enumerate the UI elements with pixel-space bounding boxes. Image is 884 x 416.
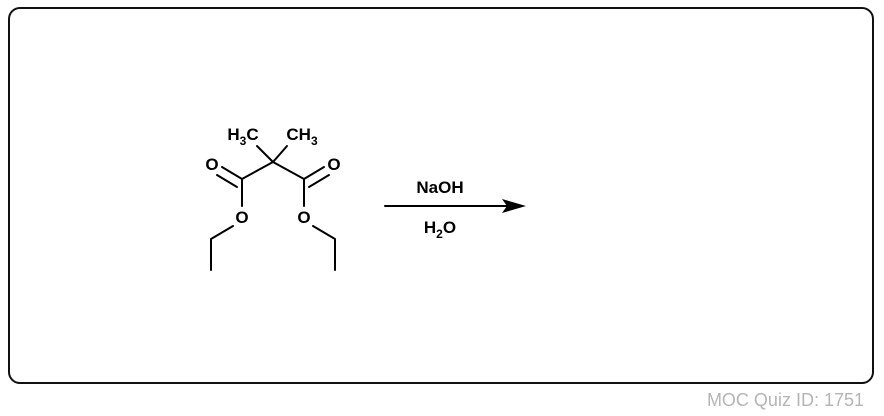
bond-methyl-right	[272, 145, 288, 163]
molecule-skeleton	[210, 145, 336, 271]
reaction-arrow-head	[502, 199, 526, 213]
carbonyl-oxygen-right: O	[327, 155, 340, 174]
methyl-label-right: CH3	[286, 125, 318, 148]
bond-methyl-left	[256, 145, 274, 163]
quiz-id-label: MOC Quiz ID: 1751	[706, 390, 864, 410]
reagent-above-arrow: NaOH	[416, 178, 463, 197]
scheme-frame	[8, 7, 874, 384]
ester-oxygen-left: O	[235, 208, 248, 227]
bond-left-carbonyl-double-b	[216, 174, 238, 188]
bond-right-ethyl	[312, 225, 336, 271]
bond-right-carbonyl-double-a	[303, 166, 325, 180]
bond-quaternary-left-carbonyl	[241, 161, 274, 180]
carbonyl-oxygen-left: O	[205, 155, 218, 174]
methyl-label-left: H3C	[227, 125, 258, 148]
bond-quaternary-right-carbonyl	[272, 161, 305, 180]
reaction-arrow	[384, 199, 526, 213]
bond-right-carbonyl-double-b	[308, 174, 330, 188]
bond-left-carbonyl-double-a	[221, 166, 243, 180]
reagent-below-arrow: H2O	[424, 218, 456, 241]
bond-left-ethyl	[210, 225, 234, 271]
ester-oxygen-right: O	[297, 208, 310, 227]
